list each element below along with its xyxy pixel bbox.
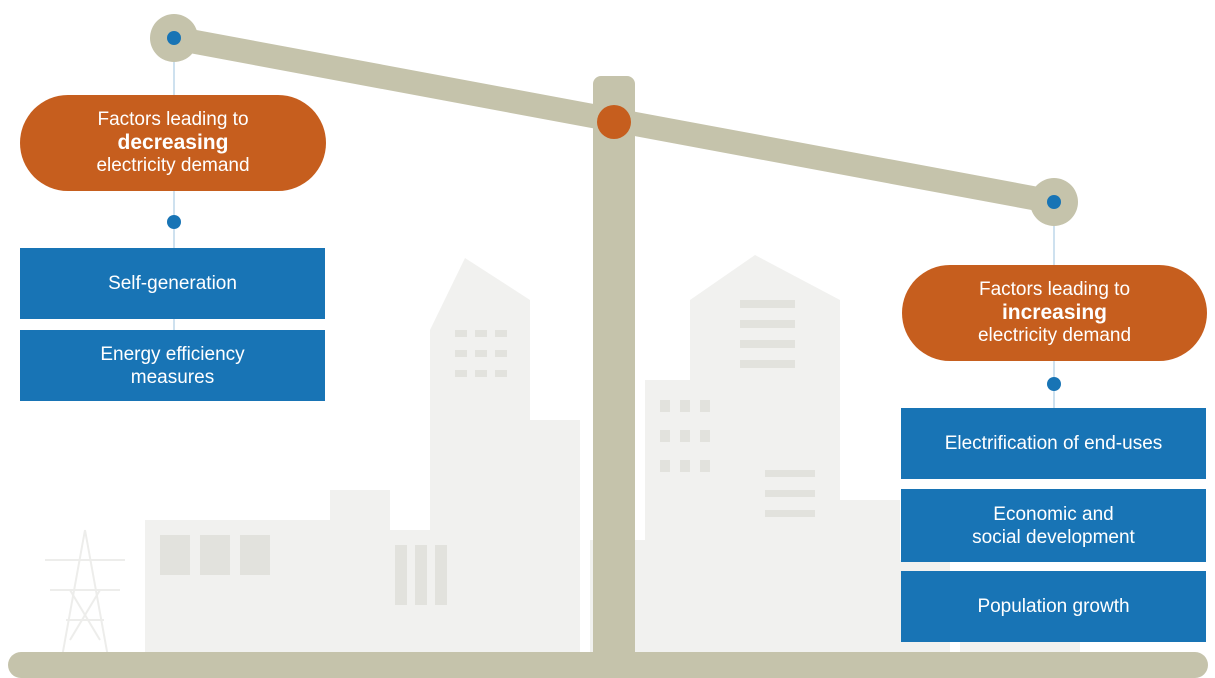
left-item-self-generation: Self-generation <box>20 248 325 319</box>
right-heading-pill: Factors leading to increasing electricit… <box>902 265 1207 361</box>
left-heading-pill: Factors leading to decreasing electricit… <box>20 95 326 191</box>
right-item-economic-social: Economic and social development <box>901 489 1206 562</box>
right-item-label: Population growth <box>977 596 1130 617</box>
right-heading-emphasis: increasing <box>1001 301 1108 324</box>
right-item-electrification: Electrification of end-uses <box>901 408 1206 479</box>
right-item-population-growth: Population growth <box>901 571 1206 642</box>
right-heading-line1: Factors leading to <box>978 279 1131 300</box>
left-heading-line3: electricity demand <box>96 155 250 176</box>
left-item-energy-efficiency: Energy efficiency measures <box>20 330 325 401</box>
center-pivot <box>597 105 631 139</box>
left-item-label: Energy efficiency <box>100 343 245 365</box>
power-pylon-icon <box>45 529 125 669</box>
right-connector-dot <box>1047 377 1061 391</box>
left-item-label: Self-generation <box>108 273 237 294</box>
right-item-label-line2: social development <box>972 526 1135 548</box>
left-connector-dot <box>167 215 181 229</box>
left-item-label-line2: measures <box>130 366 215 388</box>
right-item-label: Electrification of end-uses <box>944 433 1163 454</box>
building-windows <box>160 300 815 605</box>
right-item-label: Economic and <box>993 503 1114 525</box>
right-heading-line3: electricity demand <box>977 325 1132 346</box>
city-skyline <box>145 255 1080 670</box>
right-pivot-dot <box>1047 195 1061 209</box>
left-heading-line1: Factors leading to <box>97 109 249 130</box>
left-heading-emphasis: decreasing <box>117 131 229 154</box>
scale-post <box>593 76 635 676</box>
left-pivot-dot <box>167 31 181 45</box>
